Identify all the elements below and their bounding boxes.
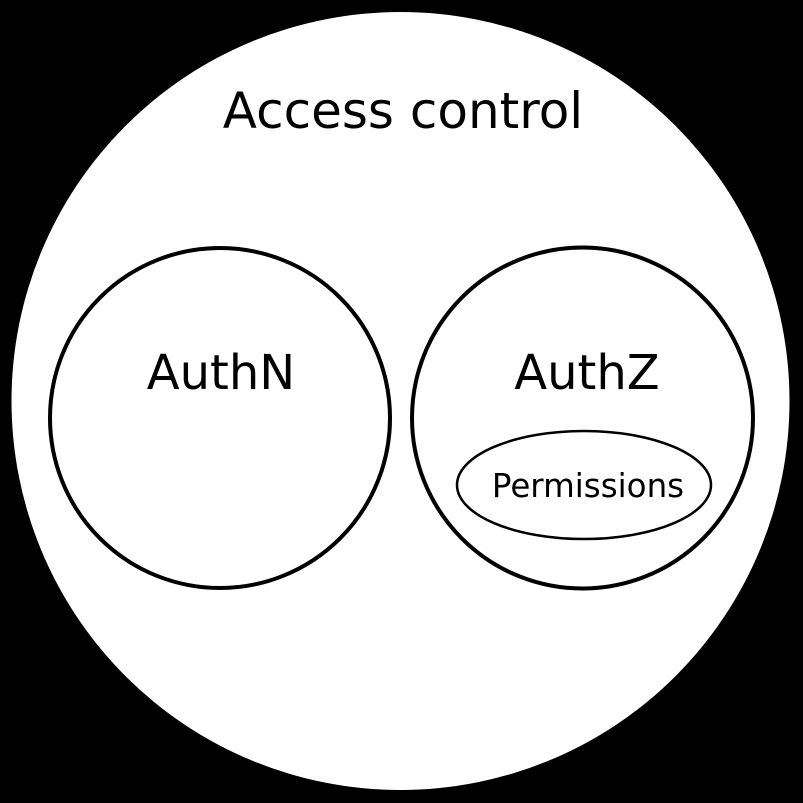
permissions-set-ellipse	[455, 429, 713, 541]
authz-set-label: AuthZ	[514, 345, 659, 401]
permissions-set-label: Permissions	[492, 467, 684, 505]
authn-set-label: AuthN	[147, 345, 295, 401]
access-control-set-label: Access control	[223, 82, 583, 140]
access-control-set-circle	[11, 12, 790, 790]
authn-set-circle	[48, 246, 392, 590]
authz-set-circle	[410, 245, 755, 591]
